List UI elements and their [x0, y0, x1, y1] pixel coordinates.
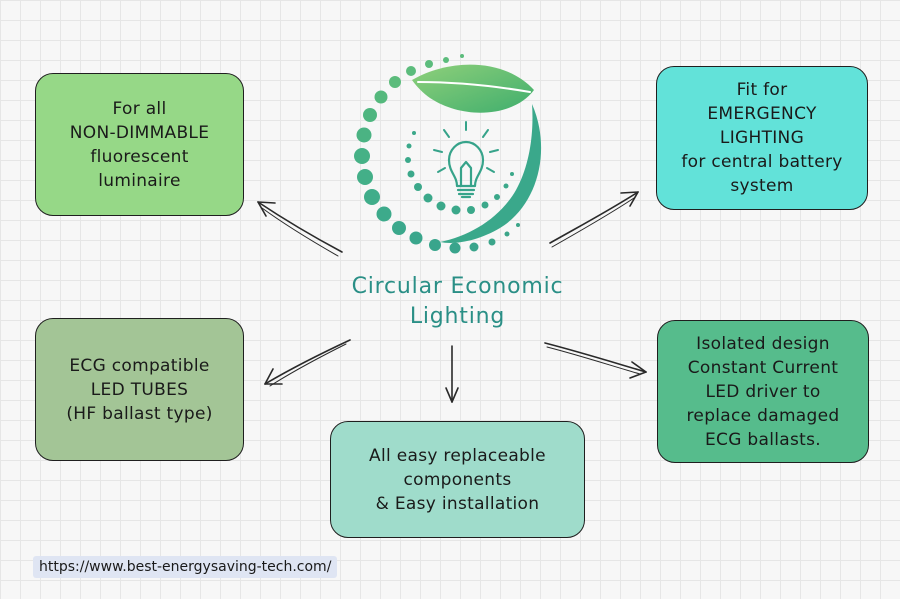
box-ecg-compatible-text: ECG compatible LED TUBES (HF ballast typ…	[66, 355, 213, 424]
box-isolated-design: Isolated design Constant Current LED dri…	[657, 320, 869, 463]
box-non-dimmable-text: For all NON-DIMMABLE fluorescent luminai…	[69, 98, 210, 191]
arrow-to-middle-right	[544, 342, 647, 373]
box-emergency-lighting-text: Fit for EMERGENCY LIGHTING for central b…	[681, 80, 843, 196]
center-title: Circular Economic Lighting	[351, 274, 564, 329]
arrow-to-top-right	[549, 191, 639, 244]
box-easy-replaceable-text: All easy replaceable components & Easy i…	[369, 445, 546, 514]
box-ecg-compatible: ECG compatible LED TUBES (HF ballast typ…	[35, 318, 244, 461]
arrow-to-middle-left	[264, 339, 351, 385]
box-isolated-design-text: Isolated design Constant Current LED dri…	[686, 333, 840, 450]
box-non-dimmable: For all NON-DIMMABLE fluorescent luminai…	[35, 73, 244, 216]
website-url[interactable]: https://www.best-energysaving-tech.com/	[33, 556, 338, 578]
arrow-to-top-left	[257, 201, 343, 253]
box-easy-replaceable: All easy replaceable components & Easy i…	[330, 421, 585, 538]
box-emergency-lighting: Fit for EMERGENCY LIGHTING for central b…	[656, 66, 868, 210]
